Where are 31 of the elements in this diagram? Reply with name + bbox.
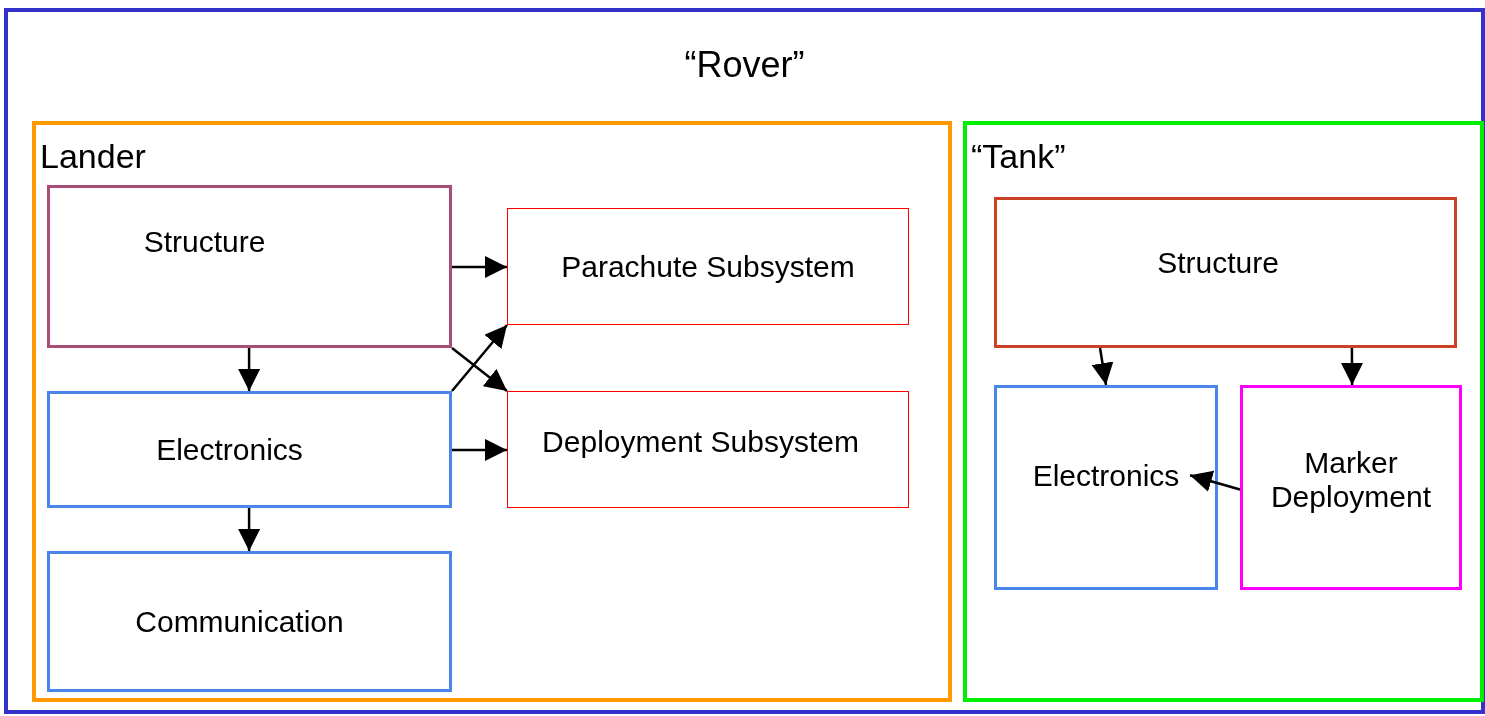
arrow (451, 324, 508, 392)
arrow (452, 256, 507, 278)
box-label: Marker Deployment (1269, 445, 1433, 514)
box-label: Structure (1157, 245, 1279, 280)
subsystem-frame (963, 121, 1484, 702)
arrow (238, 348, 261, 391)
component-box (47, 551, 452, 692)
component-box (994, 197, 1457, 348)
group-title: Lander (40, 137, 146, 176)
box-label: Parachute Subsystem (561, 249, 855, 284)
component-box (507, 391, 909, 508)
arrow (1341, 348, 1363, 385)
box-label: Structure (143, 224, 266, 259)
box-label: Communication (135, 604, 344, 639)
arrow (238, 508, 261, 551)
component-box (994, 385, 1218, 590)
box-label: Electronics (1032, 458, 1180, 493)
arrow (1091, 347, 1114, 386)
component-box (1240, 385, 1462, 590)
subsystem-frame (32, 121, 952, 702)
box-label: Electronics (156, 432, 303, 467)
component-box (47, 391, 452, 508)
component-box (47, 185, 452, 348)
group-title: “Tank” (971, 137, 1066, 176)
system-frame (4, 8, 1485, 714)
arrow (451, 347, 508, 392)
group-title: “Rover” (684, 44, 805, 86)
box-label: Deployment Subsystem (542, 424, 859, 459)
component-box (507, 208, 909, 325)
arrow (452, 438, 507, 461)
arrow (1189, 470, 1241, 492)
